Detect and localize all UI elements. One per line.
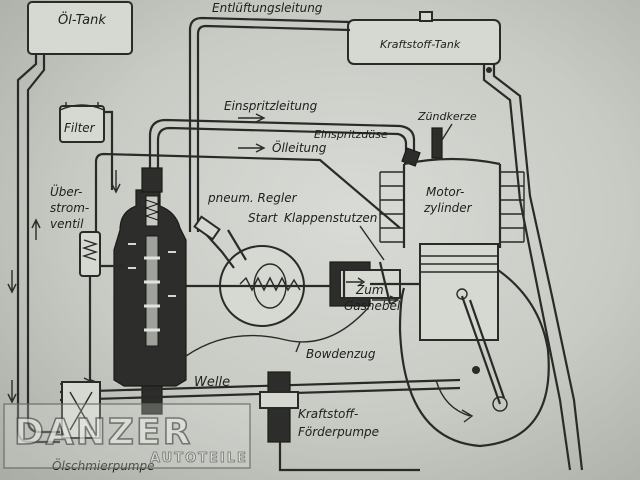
fuel-pump-label-1: Kraftstoff- bbox=[298, 407, 358, 421]
svg-text:AUTOTEILE: AUTOTEILE bbox=[150, 451, 248, 466]
overflow-valve-label-3: ventil bbox=[50, 217, 84, 231]
vent-line bbox=[188, 16, 351, 232]
connecting-rod-2 bbox=[468, 299, 506, 399]
fuel-tank-label: Kraftstoff-Tank bbox=[380, 38, 461, 51]
shaft-label: Welle bbox=[194, 375, 230, 390]
fuel-outlet-line-2 bbox=[492, 64, 584, 471]
vent-line-inner bbox=[196, 24, 351, 232]
rotation-arrow bbox=[435, 379, 474, 423]
fuel-pump-label-2: Förderpumpe bbox=[298, 425, 379, 439]
piston-rings bbox=[420, 255, 498, 273]
arrow-down-left-2 bbox=[7, 380, 17, 404]
filter-lines bbox=[59, 102, 105, 111]
start-label: Start bbox=[248, 211, 279, 225]
injection-line bbox=[148, 118, 416, 172]
oil-tank-label: Öl-Tank bbox=[58, 11, 106, 28]
start-lever bbox=[203, 229, 247, 269]
gas-lever-arrow bbox=[372, 295, 400, 305]
overflow-valve-spring bbox=[81, 239, 99, 261]
engine-cylinder-label-2: zylinder bbox=[423, 201, 473, 215]
injection-nozzle-label: Einspritzdüse bbox=[314, 128, 388, 141]
injection-line-2 bbox=[156, 126, 408, 172]
throttle-nozzle-leader bbox=[359, 225, 385, 261]
engine-cylinder-label-1: Motor- bbox=[426, 185, 464, 199]
vent-line-label: Entlüftungsleitung bbox=[212, 1, 323, 15]
start-lever-handle bbox=[193, 215, 221, 241]
bowden-cable-2 bbox=[295, 341, 301, 353]
injection-line-label: Einspritzleitung bbox=[224, 99, 318, 113]
crankcase bbox=[398, 269, 550, 448]
throttle-arrow bbox=[346, 277, 366, 287]
gas-lever-label: Gashebel bbox=[344, 299, 401, 313]
overflow-valve-label-1: Über- bbox=[50, 183, 82, 199]
bowden-cable bbox=[185, 307, 369, 357]
throttle-lines bbox=[342, 261, 420, 305]
filter-line-to-tank bbox=[104, 110, 114, 190]
fuel-tap bbox=[486, 67, 492, 73]
overflow-down-line bbox=[88, 276, 101, 386]
arrow-down-mid bbox=[111, 170, 121, 194]
svg-text:DANZER: DANZER bbox=[14, 412, 192, 453]
injection-pump bbox=[113, 167, 187, 415]
crank-pin bbox=[492, 396, 508, 412]
to-label: Zum bbox=[355, 283, 384, 297]
engine-cylinder bbox=[379, 157, 525, 248]
filter-body bbox=[59, 105, 105, 143]
injection-arrow bbox=[238, 113, 266, 123]
arrow-down-left-1 bbox=[7, 270, 17, 294]
filter-label: Filter bbox=[64, 121, 96, 135]
spark-plug bbox=[431, 127, 443, 159]
oil-pump-detail bbox=[69, 391, 93, 431]
oil-line-label: Ölleitung bbox=[272, 139, 327, 155]
spark-plug-label: Zündkerze bbox=[417, 110, 477, 123]
fuel-pump-line bbox=[278, 442, 420, 472]
oil-feed-line bbox=[16, 54, 60, 444]
crank-center bbox=[472, 366, 480, 374]
bowden-cable-label: Bowdenzug bbox=[306, 347, 376, 361]
overflow-valve-label-2: strom- bbox=[50, 201, 89, 215]
fuel-pump-cam bbox=[259, 391, 299, 409]
oil-line bbox=[94, 152, 401, 270]
pneumatic-regulator-label: pneum. Regler bbox=[207, 191, 298, 205]
connecting-rod bbox=[460, 295, 502, 405]
arrow-up-left bbox=[31, 218, 41, 240]
shaft bbox=[59, 378, 461, 394]
oil-pump-label: Ölschmierpumpe bbox=[52, 457, 155, 473]
throttle-nozzle-label: Klappenstutzen bbox=[284, 211, 377, 225]
piston bbox=[419, 243, 499, 341]
oil-return-line bbox=[26, 54, 60, 434]
spark-plug-leader bbox=[441, 123, 453, 141]
oil-tank bbox=[27, 1, 133, 55]
fuel-tank-cap bbox=[419, 11, 433, 22]
oil-line-arrow bbox=[238, 143, 266, 153]
watermark-logo: DANZER AUTOTEILE bbox=[3, 403, 251, 469]
